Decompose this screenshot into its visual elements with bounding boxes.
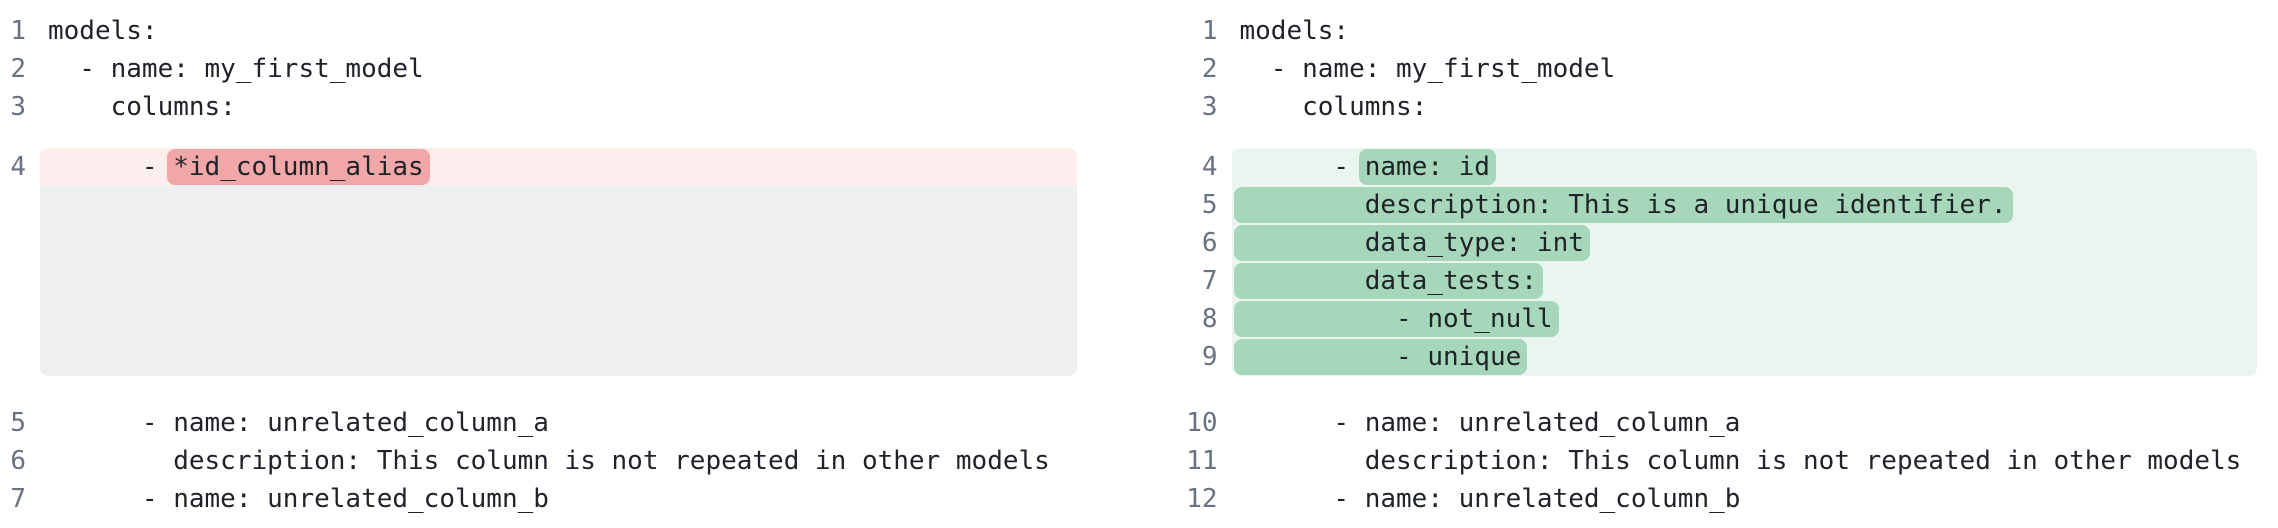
- code-line-left-6: 6 description: This column is not repeat…: [0, 442, 1077, 480]
- added-token-highlight: description: This is a unique identifier…: [1233, 187, 2013, 223]
- line-number: 2: [10, 54, 26, 84]
- line-content: - unique: [1231, 338, 2257, 376]
- line-number: 6: [10, 446, 26, 476]
- spacer-block: [40, 186, 1077, 376]
- line-content: - *id_column_alias: [40, 148, 1077, 186]
- code-line-right-1: 1 models:: [1181, 12, 2258, 50]
- added-token-highlight: - unique: [1233, 339, 1528, 375]
- line-content: - name: unrelated_column_a: [1239, 408, 1741, 438]
- added-token-highlight: - not_null: [1233, 301, 1559, 337]
- code-line-right-12: 12 - name: unrelated_column_b: [1181, 480, 2258, 518]
- line-content: - name: my_first_model: [1239, 54, 1616, 84]
- code-line-left-2: 2 - name: my_first_model: [0, 50, 1077, 88]
- line-number: 10: [1186, 408, 1218, 438]
- added-token-highlight: data_type: int: [1233, 225, 1590, 261]
- line-number: 9: [1201, 342, 1218, 372]
- code-line-right-6: 6 data_type: int: [1181, 224, 2257, 262]
- code-line-left-1: 1 models:: [0, 12, 1077, 50]
- line-content: models:: [48, 16, 158, 46]
- line-number: 3: [10, 92, 26, 122]
- line-content: data_tests:: [1231, 262, 2257, 300]
- code-line-right-10: 10 - name: unrelated_column_a: [1181, 404, 2258, 442]
- line-content: columns:: [1239, 92, 1428, 122]
- code-line-right-9: 9 - unique: [1181, 338, 2257, 376]
- line-content: description: This column is not repeated…: [48, 446, 1050, 476]
- code-line-left-4: 4 - *id_column_alias: [0, 148, 1077, 186]
- added-token-highlight: data_tests:: [1233, 263, 1543, 299]
- line-content: description: This is a unique identifier…: [1231, 186, 2257, 224]
- line-number: 7: [1201, 266, 1218, 296]
- line-number: 5: [10, 408, 26, 438]
- line-number: 4: [1201, 152, 1218, 182]
- code-line-right-5: 5 description: This is a unique identifi…: [1181, 186, 2257, 224]
- line-number: 4: [10, 152, 26, 182]
- line-number: 3: [1201, 92, 1218, 122]
- code-line-right-4: 4 - name: id: [1181, 148, 2257, 186]
- code-line-left-5: 5 - name: unrelated_column_a: [0, 404, 1077, 442]
- line-content: - name: unrelated_column_a: [48, 408, 549, 438]
- line-number: 11: [1186, 446, 1218, 476]
- line-number: 7: [10, 484, 26, 514]
- line-number: 1: [10, 16, 26, 46]
- code-line-right-3: 3 columns:: [1181, 88, 2258, 126]
- line-content: - not_null: [1231, 300, 2257, 338]
- code-line-right-11: 11 description: This column is not repea…: [1181, 442, 2258, 480]
- diff-alignment-spacer: [0, 186, 1077, 376]
- code-line-right-8: 8 - not_null: [1181, 300, 2257, 338]
- line-number: 1: [1201, 16, 1218, 46]
- code-line-left-3: 3 columns:: [0, 88, 1077, 126]
- line-content: - name: unrelated_column_b: [1239, 484, 1741, 514]
- line-content: - name: id: [1231, 148, 2257, 186]
- removed-token-highlight: *id_column_alias: [167, 149, 430, 185]
- code-line-left-7: 7 - name: unrelated_column_b: [0, 480, 1077, 518]
- line-content: models:: [1239, 16, 1350, 46]
- added-token-highlight: name: id: [1358, 149, 1496, 185]
- line-number: 8: [1201, 304, 1218, 334]
- code-line-right-7: 7 data_tests:: [1181, 262, 2257, 300]
- line-number: 12: [1186, 484, 1218, 514]
- line-number: 5: [1201, 190, 1218, 220]
- line-content: - name: my_first_model: [48, 54, 424, 84]
- line-number: 6: [1201, 228, 1218, 258]
- line-number: [0, 186, 26, 376]
- line-content: columns:: [48, 92, 236, 122]
- line-content: description: This column is not repeated…: [1239, 446, 2242, 476]
- line-content: - name: unrelated_column_b: [48, 484, 549, 514]
- line-content: data_type: int: [1231, 224, 2257, 262]
- line-number: 2: [1201, 54, 1218, 84]
- code-line-right-2: 2 - name: my_first_model: [1181, 50, 2258, 88]
